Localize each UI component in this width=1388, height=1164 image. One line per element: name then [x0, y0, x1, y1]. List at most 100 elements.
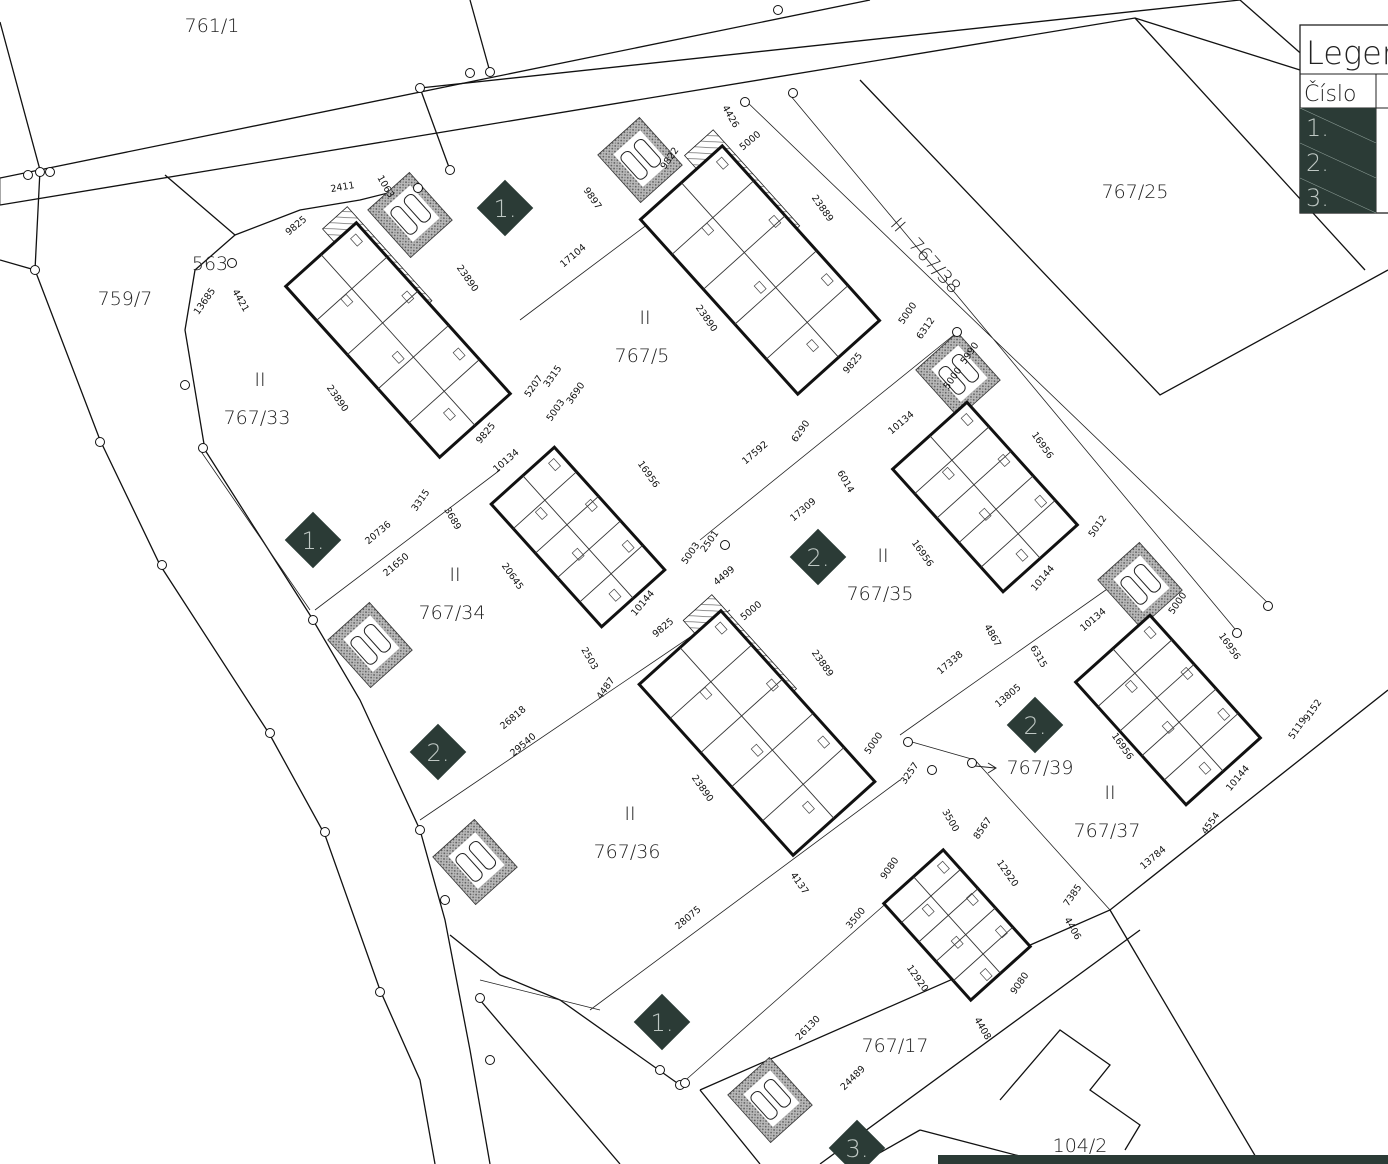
survey-point: [415, 83, 425, 93]
dimension-label: 4421: [229, 288, 251, 314]
dimension-label: 3500: [844, 906, 868, 932]
car-icon: [1133, 563, 1162, 593]
parcel-number: 104/2: [1053, 1135, 1108, 1157]
dimension-label: 4426: [719, 104, 741, 130]
car-icon: [350, 636, 378, 665]
parcel-number: 767/36: [594, 841, 661, 863]
parcel-label: 767/25: [1102, 181, 1169, 203]
dimension-label: 3500: [939, 808, 961, 834]
dimension-label: 21650: [381, 551, 411, 579]
survey-point: [227, 258, 237, 268]
legend-column-header: Číslo: [1304, 81, 1357, 107]
survey-point: [265, 728, 275, 738]
survey-point: [95, 437, 105, 447]
dimension-label: 9152: [1302, 698, 1325, 724]
survey-point: [413, 183, 423, 193]
parcel-number: 767/39: [1007, 757, 1074, 779]
dimension-label: 6315: [1027, 644, 1049, 670]
dimension-label: 5003: [545, 398, 568, 424]
dimension-label: 10134: [1078, 606, 1108, 634]
dimension-label: 23889: [809, 648, 835, 679]
arrow-icon: [974, 762, 997, 774]
house: [283, 206, 513, 460]
dimension-label: 3315: [410, 488, 433, 514]
parcel-label: 759/7: [98, 288, 153, 310]
zone-marker: 2.: [1006, 696, 1064, 754]
survey-point: [903, 737, 913, 747]
parking-space: [915, 331, 1001, 419]
zone-mark: II: [877, 545, 888, 567]
dimension-label: 5000: [863, 731, 886, 757]
dimension-label: 13805: [993, 682, 1023, 710]
dimension-label: 26818: [498, 704, 528, 732]
parcel-number: 767/33: [224, 407, 291, 429]
dimension-label: 4137: [788, 871, 811, 897]
dimension-label: 3689: [441, 506, 463, 532]
survey-point: [375, 987, 385, 997]
survey-point: [927, 765, 937, 775]
dimension-label: 9080: [879, 856, 902, 882]
parking-areas: [327, 116, 1183, 1144]
survey-point: [967, 758, 977, 768]
dimension-label: 16956: [1029, 430, 1055, 461]
zone-marker: 3.: [828, 1119, 886, 1164]
dimension-label: 16956: [909, 538, 935, 569]
dimension-label: 10144: [1029, 563, 1057, 593]
house: [1073, 613, 1263, 807]
marker-label: 1.: [651, 1009, 674, 1037]
parcel-label: 767/17: [862, 1035, 929, 1057]
parcel-number: 767/34: [419, 602, 486, 624]
dimension-label: 5000: [738, 129, 764, 153]
parking-space: [327, 601, 413, 689]
dimension-label: 12920: [904, 963, 930, 994]
dimension-label: 17104: [558, 242, 588, 270]
survey-point: [445, 165, 455, 175]
dimension-label: 16956: [635, 459, 661, 490]
parcel-label: 767/39: [1007, 757, 1074, 779]
survey-point: [415, 825, 425, 835]
car-icon: [403, 193, 432, 223]
bottom-bar: [938, 1155, 1388, 1164]
dimension-label: 6014: [834, 469, 856, 495]
survey-point: [198, 443, 208, 453]
car-icon: [938, 366, 966, 395]
legend-row-1: 1.: [1299, 107, 1377, 144]
dimension-label: 10134: [491, 447, 521, 475]
parcel-number: 767/35: [847, 583, 914, 605]
survey-point: [440, 895, 450, 905]
legend-row-3: 3.: [1299, 177, 1377, 214]
house: [489, 445, 667, 629]
dimension-label: 3690: [565, 381, 588, 407]
dimension-label: 17309: [788, 496, 818, 524]
dimension-label: 7385: [1062, 883, 1085, 909]
survey-point: [485, 67, 495, 77]
survey-point: [308, 615, 318, 625]
survey-point: [475, 993, 485, 1003]
survey-point: [773, 5, 783, 15]
dimension-label: 17592: [740, 439, 770, 467]
survey-points: [23, 5, 1273, 1090]
survey-point: [788, 88, 798, 98]
dimension-label: 6290: [790, 419, 813, 445]
dimension-label: 12920: [994, 858, 1020, 889]
zone-marker: 1.: [633, 993, 691, 1051]
dimension-label: 5207: [523, 374, 546, 400]
zone-marker: 1.: [284, 511, 342, 569]
parking-space: [432, 818, 518, 906]
parcel-label: 761/1: [185, 15, 240, 37]
marker-label: 1.: [494, 195, 517, 223]
dimension-label: 4867: [981, 623, 1003, 649]
survey-point: [485, 1055, 495, 1065]
legend-row-label: 2.: [1306, 149, 1329, 177]
car-icon: [363, 623, 392, 653]
survey-point: [23, 170, 33, 180]
dimension-label: 9897: [581, 186, 604, 212]
legend-row-2: 2.: [1299, 142, 1377, 179]
dimension-label: 23889: [809, 193, 835, 224]
car-icon: [750, 1091, 778, 1120]
parking-space: [1097, 541, 1183, 629]
